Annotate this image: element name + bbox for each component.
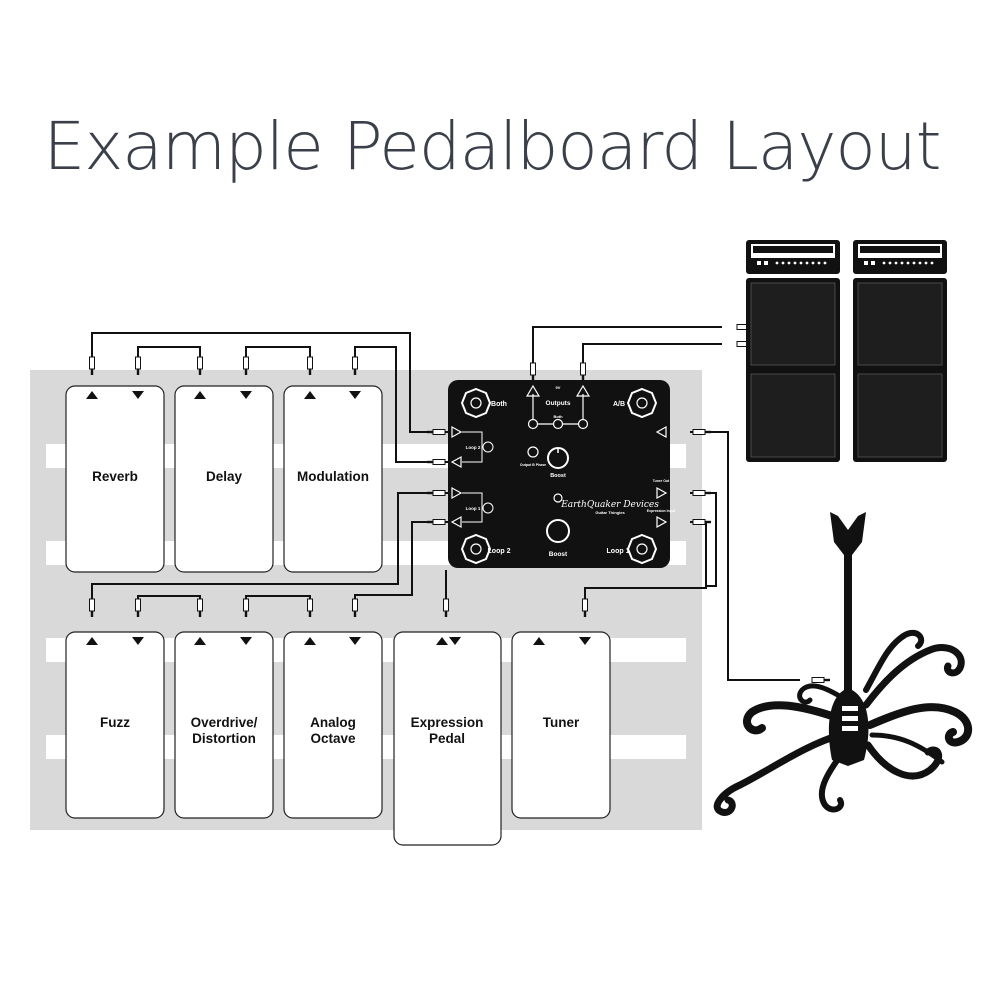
output-routing-icon <box>527 394 589 430</box>
input-arrow-icon <box>86 391 98 399</box>
boost-knob-label: Boost <box>550 473 566 479</box>
output-arrow-icon <box>132 637 144 645</box>
loop-jack-icons <box>450 425 668 529</box>
output-arrow-icon <box>240 391 252 399</box>
input-arrow-icon <box>533 637 545 645</box>
output-arrow-icon <box>240 637 252 645</box>
input-arrow-icon <box>304 637 316 645</box>
pedal-label: Distortion <box>192 731 256 746</box>
boost-footswitch-icon <box>546 519 570 543</box>
output-arrow-icon <box>349 637 361 645</box>
pedal-label: Analog <box>310 715 356 730</box>
loop-switcher: Both Outputs 9V A/B Both Loop 2 Loop 1 B… <box>448 380 676 568</box>
pedal-expression: Expression Pedal <box>393 631 502 846</box>
expression-input-label: Expression Input <box>647 509 676 513</box>
loop-bracket-icons <box>462 431 494 523</box>
outputs-label: Outputs <box>546 400 571 407</box>
output-b-phase-label: Output B Phase <box>520 463 546 467</box>
input-arrow-icon <box>304 391 316 399</box>
output-arrow-icon <box>449 637 461 645</box>
output-arrow-icon <box>579 637 591 645</box>
phase-switch-icon <box>527 446 539 458</box>
loop1-label: Loop 1 <box>607 548 630 555</box>
amplifier-right <box>853 240 947 462</box>
input-arrow-icon <box>436 637 448 645</box>
output-a-jack-icon <box>525 384 541 397</box>
subbrand-label: Guitar Thingies <box>595 510 625 515</box>
led-icon <box>553 493 563 503</box>
both-small-label: Both <box>553 414 563 419</box>
loop2-small-label: Loop 2 <box>466 445 481 450</box>
tuner-out-label: Tuner Out <box>653 479 670 483</box>
pedal-delay: Delay <box>174 385 274 573</box>
output-arrow-icon <box>132 391 144 399</box>
pedal-label: Expression <box>411 715 484 730</box>
pedal-label: Fuzz <box>100 715 130 730</box>
pedal-label: Octave <box>310 731 356 746</box>
brand-logo: EarthQuaker Devices <box>560 500 659 510</box>
pedal-modulation: Modulation <box>283 385 383 573</box>
pedal-label: Pedal <box>429 731 465 746</box>
pedal-reverb: Reverb <box>65 385 165 573</box>
pedal-label: Overdrive/ <box>191 715 258 730</box>
output-b-jack-icon <box>575 384 591 397</box>
footswitch-icon <box>460 387 658 565</box>
input-arrow-icon <box>194 637 206 645</box>
page-title: Example Pedalboard Layout <box>43 108 942 185</box>
loop1-small-label: Loop 1 <box>466 506 481 511</box>
input-arrow-icon <box>194 391 206 399</box>
output-arrow-icon <box>349 391 361 399</box>
loop2-label: Loop 2 <box>488 548 511 555</box>
pedal-tuner: Tuner <box>511 631 611 819</box>
pedal-analog-octave: Analog Octave <box>283 631 383 819</box>
pedal-fuzz: Fuzz <box>65 631 165 819</box>
pedal-label: Reverb <box>92 469 138 484</box>
both-label: Both <box>491 401 507 408</box>
octopus-guitar-icon <box>713 512 973 816</box>
pedal-label: Delay <box>206 469 243 484</box>
amplifier-left <box>746 240 840 462</box>
pedal-overdrive-distortion: Overdrive/ Distortion <box>174 631 274 819</box>
power-label: 9V <box>556 385 561 390</box>
input-arrow-icon <box>86 637 98 645</box>
ab-label: A/B <box>613 401 625 408</box>
boost-label: Boost <box>549 551 568 558</box>
pedal-label: Modulation <box>297 469 369 484</box>
pedal-label: Tuner <box>543 715 580 730</box>
